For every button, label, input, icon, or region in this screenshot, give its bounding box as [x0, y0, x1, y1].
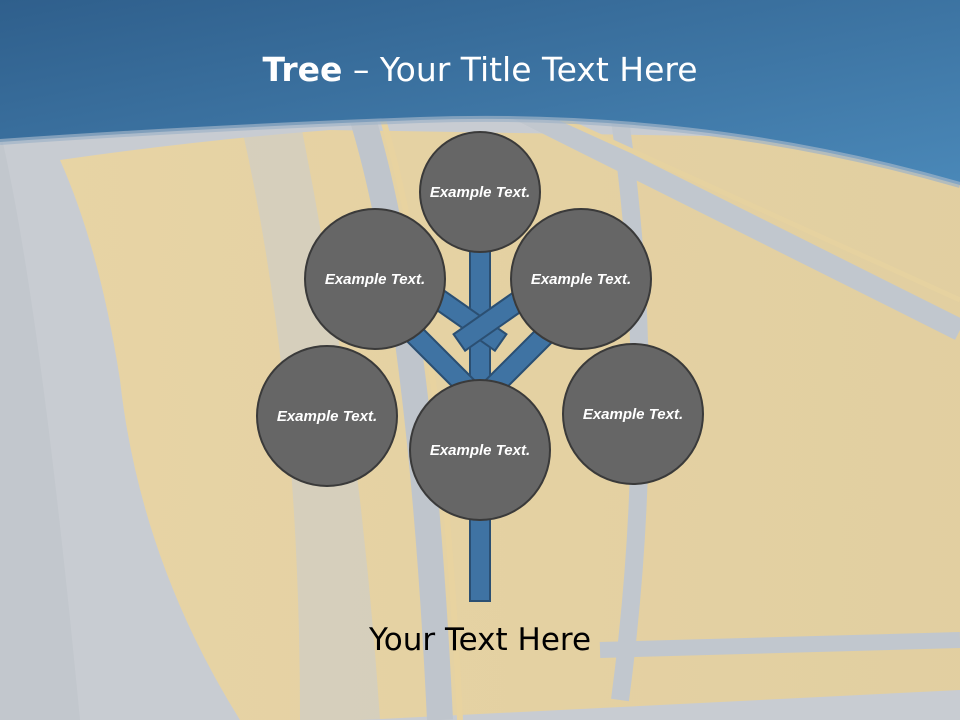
node-text: Example Text.	[276, 407, 378, 425]
slide-title: Tree – Your Title Text Here	[0, 50, 960, 89]
node-text: Example Text.	[530, 270, 632, 288]
tree-node-upper-left: Example Text.	[304, 208, 446, 350]
footer-text: Your Text Here	[368, 622, 592, 658]
tree-node-top: Example Text.	[419, 131, 541, 253]
tree-node-lower-left: Example Text.	[256, 345, 398, 487]
tree-node-lower-right: Example Text.	[562, 343, 704, 485]
node-text: Example Text.	[582, 405, 684, 423]
title-text: – Your Title Text Here	[342, 50, 698, 89]
title-bold-word: Tree	[262, 50, 343, 89]
tree-node-center: Example Text.	[409, 379, 551, 521]
tree-node-upper-right: Example Text.	[510, 208, 652, 350]
node-text: Example Text.	[429, 183, 531, 201]
node-text: Example Text.	[429, 441, 531, 459]
node-text: Example Text.	[324, 270, 426, 288]
